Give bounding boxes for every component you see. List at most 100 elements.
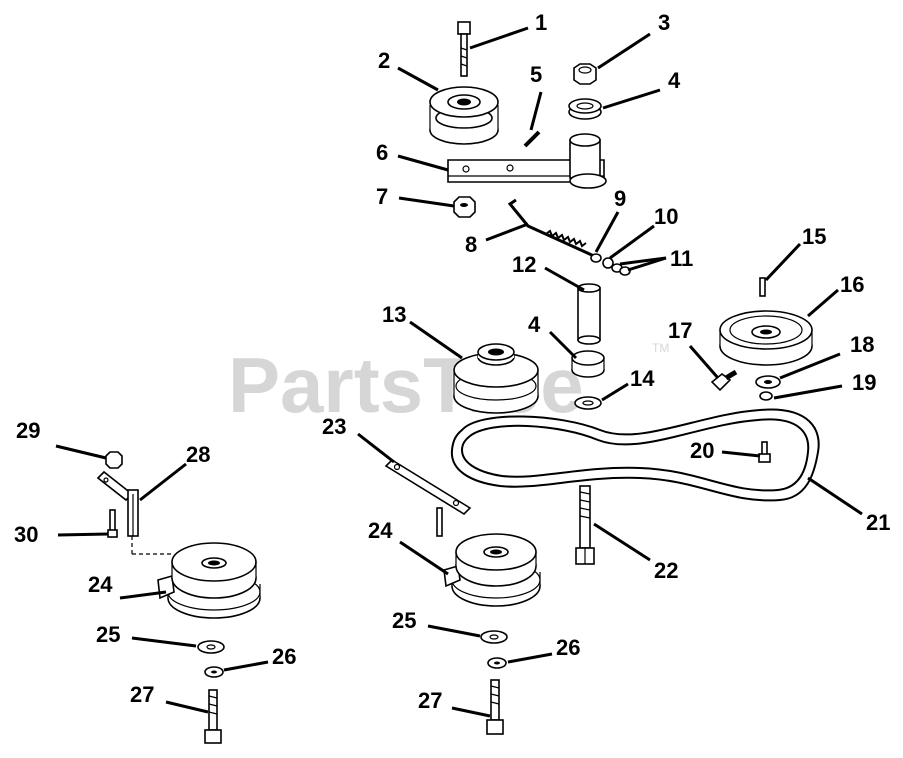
watermark-trademark: TM xyxy=(652,341,669,355)
callout-16[interactable]: 16 xyxy=(840,272,864,297)
part-23-bracket[interactable] xyxy=(384,458,472,537)
part-15-key[interactable] xyxy=(759,277,766,297)
leader-26-right xyxy=(507,652,553,664)
callout-9[interactable]: 9 xyxy=(614,186,626,211)
callout-20[interactable]: 20 xyxy=(690,438,714,463)
part-7-nut[interactable] xyxy=(453,196,476,218)
part-25-washer-left[interactable] xyxy=(197,640,225,654)
leader-5 xyxy=(529,91,543,131)
part-27-bolt-left[interactable] xyxy=(204,689,222,744)
part-25-washer-right[interactable] xyxy=(480,630,508,644)
leader-6 xyxy=(397,154,449,172)
leader-4-lower xyxy=(548,330,578,360)
part-9-nut[interactable] xyxy=(590,253,602,263)
part-16-pulley[interactable] xyxy=(719,310,813,366)
leader-14 xyxy=(601,382,629,402)
part-19-washer[interactable] xyxy=(759,391,773,401)
callout-24-right[interactable]: 24 xyxy=(368,518,393,543)
leader-13 xyxy=(409,320,463,360)
callout-1[interactable]: 1 xyxy=(535,10,547,35)
leader-23 xyxy=(357,432,395,464)
leader-24-left xyxy=(119,590,167,600)
leader-22 xyxy=(593,522,651,562)
part-18-washer[interactable] xyxy=(755,375,781,389)
part-2-idler-pulley[interactable] xyxy=(429,86,499,145)
callout-7[interactable]: 7 xyxy=(376,184,388,209)
leader-30 xyxy=(57,532,109,537)
callout-3[interactable]: 3 xyxy=(658,10,670,35)
leader-17 xyxy=(688,345,720,379)
callout-14[interactable]: 14 xyxy=(630,366,655,391)
part-30-bolt[interactable] xyxy=(107,509,118,538)
callout-21[interactable]: 21 xyxy=(866,510,890,535)
part-8-rod-spring[interactable] xyxy=(507,198,595,258)
callout-2[interactable]: 2 xyxy=(378,48,390,73)
callout-11[interactable]: 11 xyxy=(670,246,693,271)
part-4-spacer-lower[interactable] xyxy=(571,350,605,378)
leader-20 xyxy=(721,450,761,458)
leader-29 xyxy=(55,444,107,460)
callout-27-left[interactable]: 27 xyxy=(130,682,154,707)
callout-12[interactable]: 12 xyxy=(512,252,536,277)
leader-18 xyxy=(779,352,841,380)
leader-16 xyxy=(807,288,839,318)
part-26-lockwasher-right[interactable] xyxy=(487,657,507,669)
callout-17[interactable]: 17 xyxy=(668,318,692,343)
part-24-clutch-right[interactable] xyxy=(443,533,541,607)
part-21-belt[interactable] xyxy=(450,408,820,502)
leader-1 xyxy=(469,26,529,50)
part-10-washer[interactable] xyxy=(602,257,614,269)
callout-5[interactable]: 5 xyxy=(530,62,542,87)
leader-9 xyxy=(594,211,620,253)
leader-21 xyxy=(807,476,863,516)
leader-25-right xyxy=(427,624,481,638)
callout-25-left[interactable]: 25 xyxy=(96,622,120,647)
leader-27-right xyxy=(451,706,491,718)
callout-6[interactable]: 6 xyxy=(376,140,388,165)
leader-19 xyxy=(773,384,843,400)
callout-23[interactable]: 23 xyxy=(322,414,346,439)
callout-4-upper[interactable]: 4 xyxy=(668,68,681,93)
part-12-spacer-tube[interactable] xyxy=(577,283,601,345)
part-27-bolt-right[interactable] xyxy=(486,679,504,735)
part-29-nut[interactable] xyxy=(105,451,123,469)
callout-8[interactable]: 8 xyxy=(465,232,477,257)
callout-4-lower[interactable]: 4 xyxy=(528,312,541,337)
callout-22[interactable]: 22 xyxy=(654,558,678,583)
callout-25-right[interactable]: 25 xyxy=(392,608,416,633)
leader-28 xyxy=(139,462,187,502)
leader-7 xyxy=(398,196,455,208)
part-1-bolt[interactable] xyxy=(457,21,471,77)
part-14-washer[interactable] xyxy=(574,396,602,410)
part-5-pin[interactable] xyxy=(523,130,541,148)
callout-24-left[interactable]: 24 xyxy=(88,572,113,597)
leader-10 xyxy=(609,224,655,260)
callout-15[interactable]: 15 xyxy=(802,224,826,249)
part-3-nut[interactable] xyxy=(573,63,597,85)
callout-10[interactable]: 10 xyxy=(654,204,678,229)
part-20-screw[interactable] xyxy=(758,441,771,463)
callout-29[interactable]: 29 xyxy=(16,418,40,443)
leader-4-upper xyxy=(602,88,661,110)
callout-26-right[interactable]: 26 xyxy=(556,635,580,660)
callout-30[interactable]: 30 xyxy=(14,522,38,547)
part-22-long-bolt[interactable] xyxy=(575,485,595,565)
callout-27-right[interactable]: 27 xyxy=(418,688,442,713)
leader-15 xyxy=(764,242,802,282)
part-13-main-pulley[interactable] xyxy=(453,343,539,414)
callout-28[interactable]: 28 xyxy=(186,442,210,467)
leader-11b xyxy=(627,256,667,272)
part-4-spacer-upper[interactable] xyxy=(568,98,602,120)
callout-26-left[interactable]: 26 xyxy=(272,644,296,669)
part-11-jam-nuts[interactable] xyxy=(611,263,631,276)
part-28-bracket[interactable] xyxy=(96,470,172,555)
leader-2 xyxy=(397,66,439,92)
callout-19[interactable]: 19 xyxy=(852,370,876,395)
callout-13[interactable]: 13 xyxy=(382,302,406,327)
callout-18[interactable]: 18 xyxy=(850,332,874,357)
leader-8 xyxy=(485,222,529,242)
part-6-idler-bracket[interactable] xyxy=(447,133,607,189)
part-26-lockwasher-left[interactable] xyxy=(204,666,224,678)
part-24-clutch-left[interactable] xyxy=(157,542,261,619)
